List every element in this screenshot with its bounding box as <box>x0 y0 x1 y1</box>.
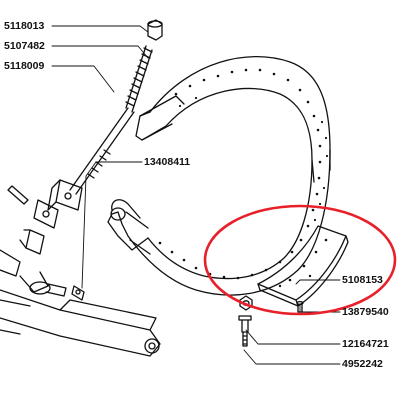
label-5118013: 5118013 <box>4 20 45 32</box>
label-5108153: 5108153 <box>342 274 383 286</box>
lining-rivets <box>278 238 328 288</box>
adjuster-rod <box>7 19 163 255</box>
label-5118009: 5118009 <box>4 60 45 72</box>
brake-band <box>107 56 331 296</box>
label-13408411: 13408411 <box>144 156 191 168</box>
rivet-part <box>296 300 304 313</box>
highlight-ellipse <box>203 204 397 316</box>
actuating-lever <box>0 249 161 357</box>
label-5107482: 5107482 <box>4 40 45 52</box>
band-rivets <box>158 68 329 280</box>
label-4952242: 4952242 <box>342 358 383 370</box>
label-13879540: 13879540 <box>342 306 389 318</box>
label-12164721: 12164721 <box>342 338 389 350</box>
